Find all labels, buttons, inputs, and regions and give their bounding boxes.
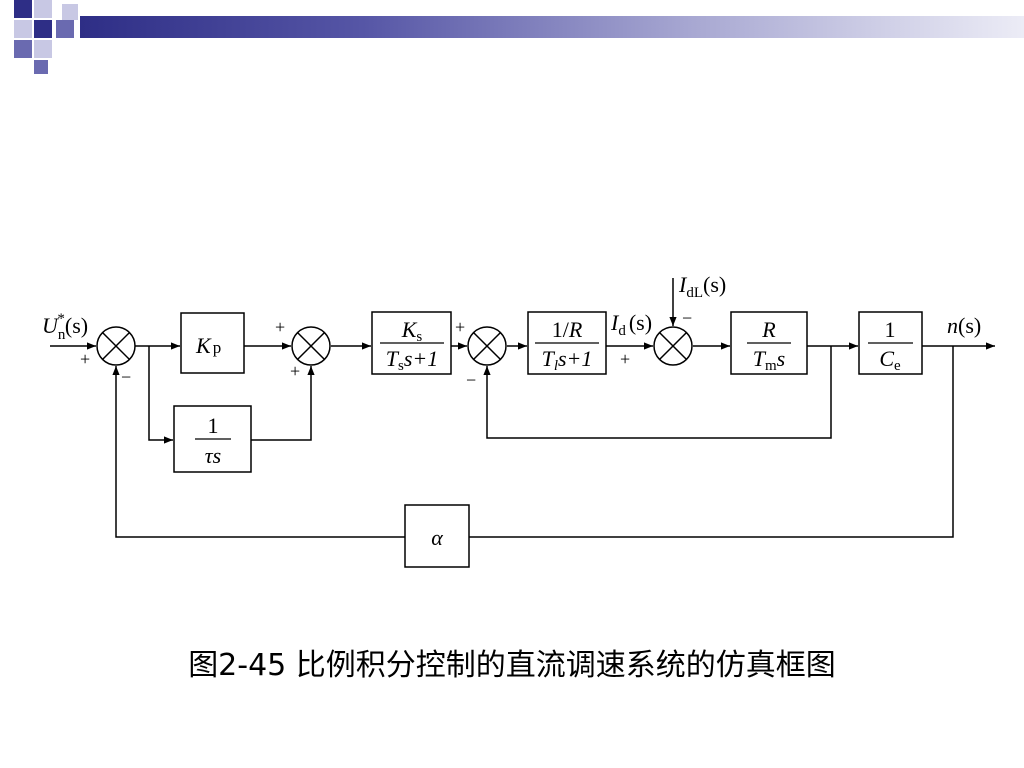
sign-s2-plus-top: + — [275, 317, 285, 337]
summing-junction-4 — [653, 326, 693, 366]
block-kp — [180, 312, 245, 374]
emf-denominator: Ce — [879, 346, 901, 374]
feedback-alpha-label: α — [431, 525, 443, 550]
signal-lines — [50, 278, 995, 538]
sign-s3-plus: + — [455, 317, 465, 337]
sign-s2-plus-bottom: + — [290, 361, 300, 381]
decor-square — [34, 0, 52, 18]
decor-square — [56, 20, 74, 38]
sign-s4-minus: − — [682, 308, 692, 328]
decor-square — [34, 40, 52, 58]
input-signal-label: Un*(s) — [42, 311, 88, 343]
summing-junction-3 — [467, 326, 507, 366]
decor-square — [14, 0, 32, 18]
decor-square — [34, 20, 52, 38]
sign-s1-plus: + — [80, 349, 90, 369]
decor-square — [34, 60, 48, 74]
integrator-denominator: τs — [205, 443, 221, 468]
converter-numerator: Ks — [401, 317, 423, 345]
sign-s4-plus: + — [620, 349, 630, 369]
decor-square — [14, 40, 32, 58]
decor-square — [62, 4, 78, 20]
decor-square — [14, 20, 32, 38]
integrator-numerator: 1 — [208, 413, 219, 438]
armature-denominator: Tls+1 — [542, 346, 593, 374]
summing-junction-1 — [96, 326, 136, 366]
armature-numerator: 1/R — [552, 317, 583, 342]
disturbance-label: IdL(s) — [678, 272, 726, 301]
summing-junctions — [96, 326, 693, 366]
emf-numerator: 1 — [885, 317, 896, 342]
figure-caption: 图2-45 比例积分控制的直流调速系统的仿真框图 — [188, 648, 836, 683]
sign-s1-minus: − — [121, 367, 131, 387]
mechanical-numerator: R — [761, 317, 776, 342]
armature-current-label: Id(s) — [610, 310, 652, 339]
title-bar-gradient — [80, 16, 1024, 38]
mechanical-denominator: Tms — [753, 346, 785, 374]
summing-junction-2 — [291, 326, 331, 366]
converter-denominator: Tss+1 — [386, 346, 439, 374]
fraction-bars — [195, 342, 913, 440]
output-signal-label: n(s) — [947, 313, 981, 338]
sign-s3-minus: − — [466, 370, 476, 390]
block-feedback — [404, 504, 470, 568]
